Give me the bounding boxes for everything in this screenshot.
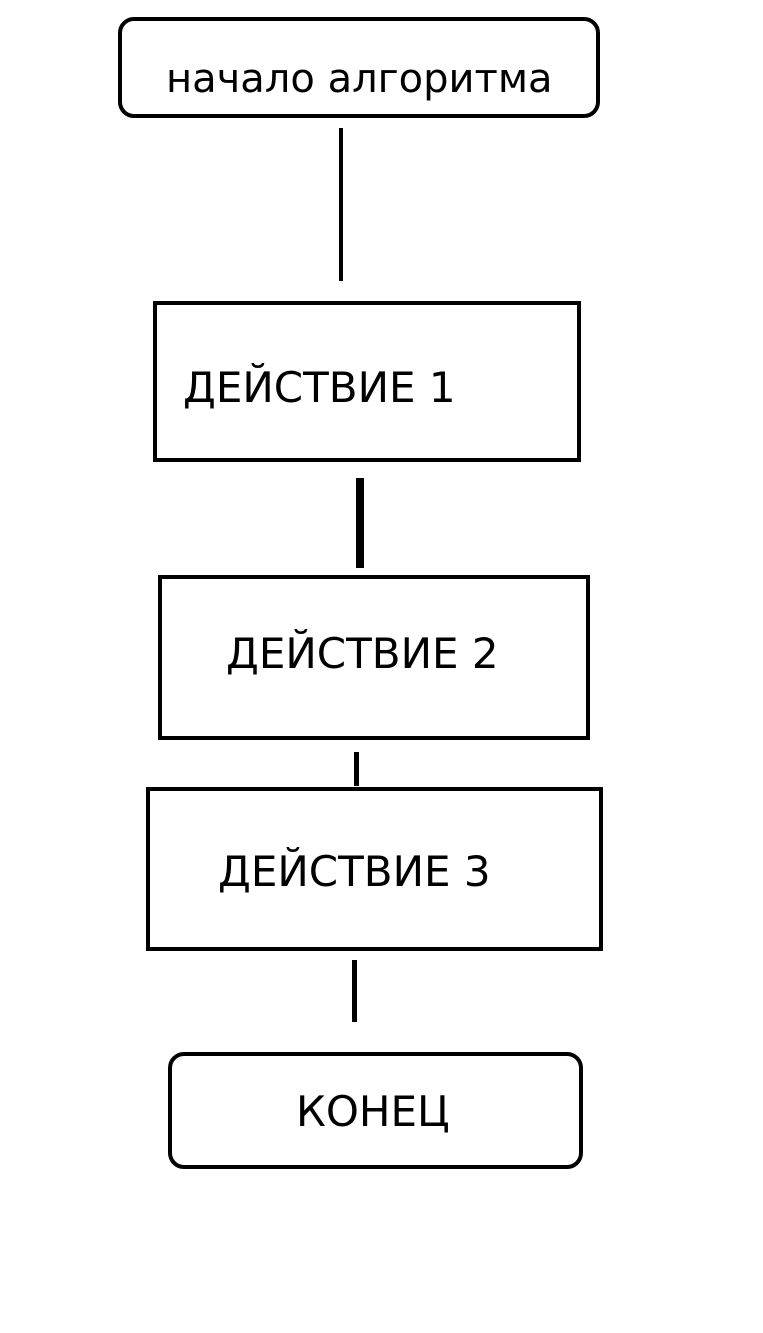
connector-step-1-to-step-2: [356, 478, 364, 568]
end-label: КОНЕЦ: [296, 1087, 450, 1136]
connector-start-to-step-1: [339, 128, 343, 281]
step-1-label: ДЕЙСТВИЕ 1: [183, 363, 456, 412]
start-label: начало алгоритма: [166, 56, 553, 102]
start-terminator: начало алгоритма: [118, 17, 600, 118]
step-3-label: ДЕЙСТВИЕ 3: [218, 847, 491, 896]
process-step-3: ДЕЙСТВИЕ 3: [146, 787, 603, 951]
connector-step-3-to-end: [352, 960, 357, 1022]
end-terminator: КОНЕЦ: [168, 1052, 583, 1169]
step-2-label: ДЕЙСТВИЕ 2: [226, 629, 499, 678]
connector-step-2-to-step-3: [354, 752, 359, 786]
process-step-1: ДЕЙСТВИЕ 1: [153, 301, 581, 462]
process-step-2: ДЕЙСТВИЕ 2: [158, 575, 590, 740]
